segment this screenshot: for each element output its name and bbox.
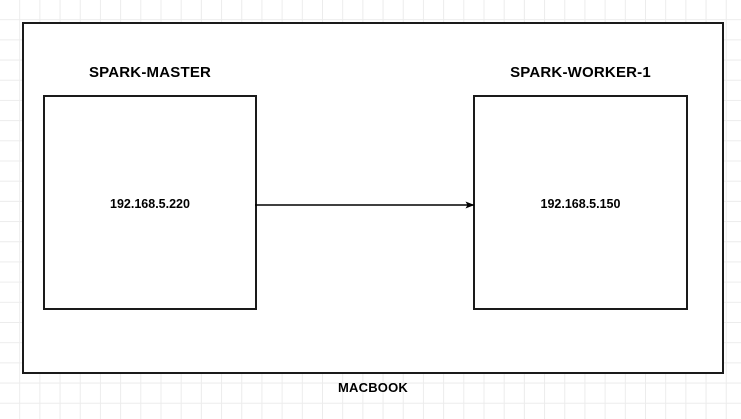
container-caption-macbook: MACBOOK — [337, 380, 408, 395]
node-ip-spark-worker-1: 192.168.5.150 — [540, 197, 621, 211]
node-title-spark-master: SPARK-MASTER — [88, 64, 212, 81]
node-ip-spark-master: 192.168.5.220 — [110, 197, 190, 211]
connector-master-to-worker[interactable] — [255, 190, 477, 220]
node-box-spark-worker-1[interactable] — [473, 95, 688, 310]
node-title-spark-worker-1: SPARK-WORKER-1 — [510, 64, 651, 81]
node-box-spark-master[interactable] — [43, 95, 257, 310]
